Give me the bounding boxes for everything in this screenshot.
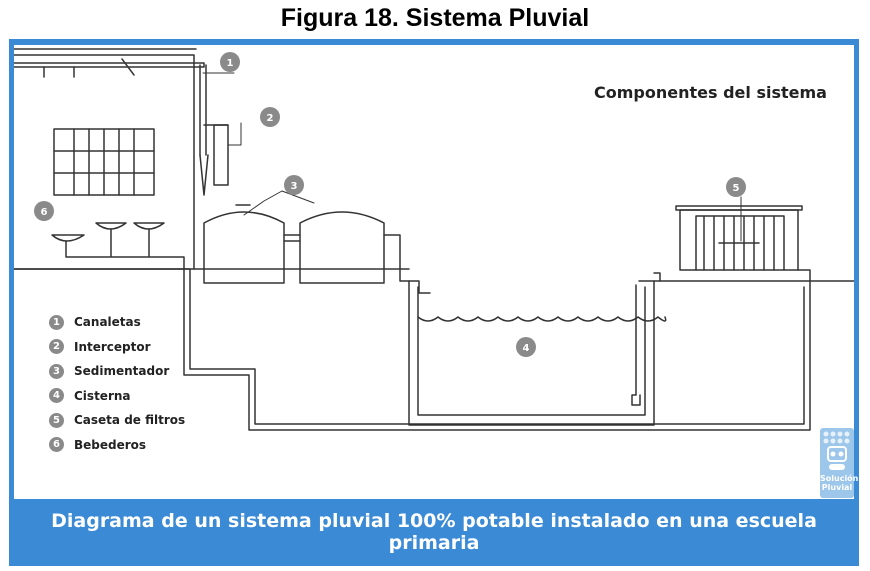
badge-4-icon: 4: [516, 337, 536, 357]
legend-label: Canaletas: [74, 315, 141, 330]
robot-icon: [823, 431, 850, 470]
legend: 1 Canaletas 2 Interceptor 3 Sedimentador…: [49, 310, 185, 457]
legend-number: 2: [49, 339, 64, 355]
filter-house: [679, 209, 799, 271]
legend-label: Interceptor: [74, 339, 151, 354]
legend-item: 3 Sedimentador: [49, 359, 185, 384]
legend-number: 6: [49, 437, 64, 453]
rainwater-system-illustration: 1 2 3 4 5 6: [14, 48, 854, 431]
distribution-pipe: [183, 268, 811, 431]
drinking-fountains: [51, 222, 165, 242]
pump-pipe: [631, 284, 641, 406]
svg-text:4: 4: [523, 343, 530, 354]
interceptor: [213, 124, 229, 186]
svg-text:2: 2: [267, 113, 274, 124]
legend-number: 1: [49, 314, 64, 330]
legend-label: Bebederos: [74, 437, 147, 452]
legend-number: 3: [49, 363, 64, 379]
legend-label: Cisterna: [74, 388, 131, 403]
diagram-panel: 1 2 3 4 5 6 Componentes del sistema 1 Ca…: [14, 45, 859, 499]
svg-text:1: 1: [227, 58, 234, 69]
diagram-frame: 1 2 3 4 5 6 Componentes del sistema 1 Ca…: [9, 39, 859, 566]
logo-line-1: Solución: [820, 474, 859, 483]
cistern: [408, 280, 655, 426]
badge-2-icon: 2: [260, 107, 280, 127]
solucion-pluvial-logo: Solución Pluvial: [820, 428, 859, 498]
badge-3-icon: 3: [284, 175, 304, 195]
svg-text:5: 5: [733, 183, 740, 194]
gutter: [14, 62, 205, 68]
badge-6-icon: 6: [34, 201, 54, 221]
badge-1-icon: 1: [220, 52, 240, 72]
sedimentation-tank-2: [299, 211, 385, 284]
legend-item: 6 Bebederos: [49, 433, 185, 458]
logo-line-2: Pluvial: [821, 483, 853, 492]
legend-number: 4: [49, 388, 64, 404]
legend-item: 4 Cisterna: [49, 384, 185, 409]
legend-item: 1 Canaletas: [49, 310, 185, 335]
water-surface: [417, 316, 667, 322]
svg-text:3: 3: [291, 181, 298, 192]
school-building: [14, 54, 195, 270]
legend-label: Sedimentador: [74, 364, 170, 379]
figure-title: Figura 18. Sistema Pluvial: [280, 4, 590, 32]
legend-item: 5 Caseta de filtros: [49, 408, 185, 433]
logo-text: Solución Pluvial: [820, 474, 859, 492]
diagram-caption: Diagrama de un sistema pluvial 100% pota…: [51, 510, 817, 554]
ground-line: [14, 268, 854, 282]
downspout: [199, 64, 207, 156]
legend-item: 2 Interceptor: [49, 335, 185, 360]
legend-number: 5: [49, 412, 64, 428]
badge-5-icon: 5: [726, 177, 746, 197]
components-title: Componentes del sistema: [594, 83, 827, 102]
sedimentation-tank-1: [203, 211, 285, 284]
svg-text:6: 6: [41, 207, 48, 218]
legend-label: Caseta de filtros: [74, 413, 186, 428]
